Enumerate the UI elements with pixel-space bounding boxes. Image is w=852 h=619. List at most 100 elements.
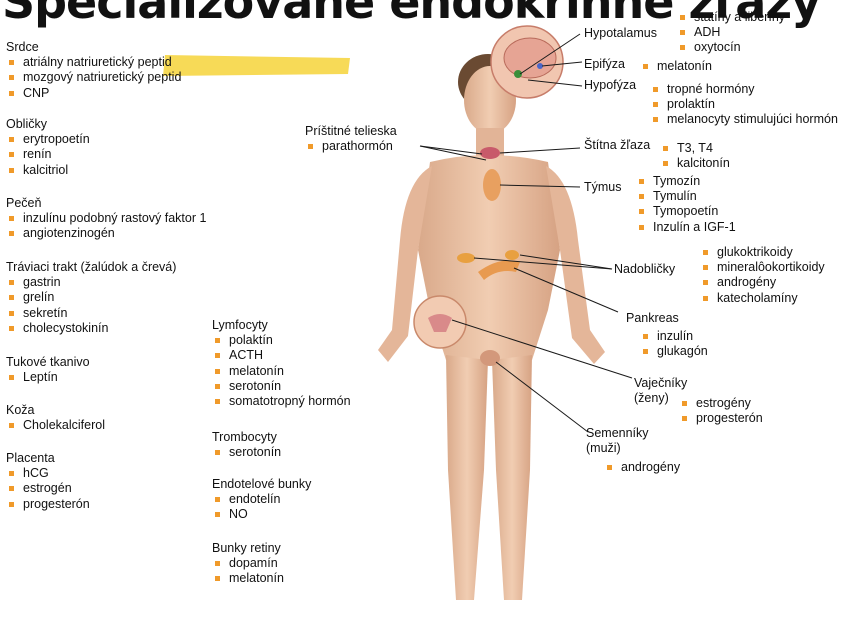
- list-item: erytropoetín: [6, 132, 90, 147]
- group-thymus-items: Tymozín Tymulín Tymopoetín Inzulín a IGF…: [636, 174, 736, 235]
- list-item: Cholekalciferol: [6, 418, 105, 433]
- list-item: serotonín: [212, 379, 351, 394]
- group-heading: Pečeň: [6, 196, 206, 211]
- group-pancreas-items: inzulín glukagón: [640, 329, 708, 359]
- list-item: melatonín: [212, 364, 351, 379]
- label-hypothalamus: Hypotalamus: [584, 26, 657, 41]
- group-heading: Príštitné telieska: [305, 124, 397, 139]
- list-item: sekretín: [6, 306, 176, 321]
- list-item: mozgový natriuretický peptid: [6, 70, 181, 85]
- list-item: katecholamíny: [700, 291, 825, 306]
- list-item: tropné hormóny: [650, 82, 838, 97]
- group-skin: Koža Cholekalciferol: [6, 403, 105, 433]
- group-heading: Trombocyty: [212, 430, 281, 445]
- list-item: Tymulín: [636, 189, 736, 204]
- list-item: glukagón: [640, 344, 708, 359]
- list-item: Tymopoetín: [636, 204, 736, 219]
- group-platelets: Trombocyty serotonín: [212, 430, 281, 460]
- list-item: atriálny natriuretický peptid: [6, 55, 181, 70]
- group-testes-items: androgény: [604, 460, 680, 475]
- group-kidneys: Obličky erytropoetín renín kalcitriol: [6, 117, 90, 178]
- label-adrenal: Nadobličky: [614, 262, 675, 277]
- group-heading: Koža: [6, 403, 105, 418]
- thymus-organ: [483, 169, 501, 201]
- group-adrenal-items: glukoktrikoidy mineralôokortikoidy andro…: [700, 245, 825, 306]
- list-item: hCG: [6, 466, 90, 481]
- list-item: melatonín: [212, 571, 284, 586]
- list-item: ACTH: [212, 348, 351, 363]
- group-pineal-items: melatonín: [640, 59, 712, 74]
- list-item: androgény: [700, 275, 825, 290]
- adrenal-organ: [457, 253, 475, 263]
- label-pineal: Epifýza: [584, 57, 625, 72]
- list-item: T3, T4: [660, 141, 730, 156]
- group-thyroid-items: T3, T4 kalcitonín: [660, 141, 730, 171]
- group-endothelial: Endotelové bunky endotelín NO: [212, 477, 311, 523]
- adrenal-organ-right: [505, 250, 519, 260]
- group-heading: Bunky retiny: [212, 541, 284, 556]
- list-item: inzulínu podobný rastový faktor 1: [6, 211, 206, 226]
- group-gut: Tráviaci trakt (žalúdok a črevá) gastrin…: [6, 260, 176, 336]
- list-item: Tymozín: [636, 174, 736, 189]
- list-item: estrogén: [6, 481, 90, 496]
- list-item: Inzulín a IGF-1: [636, 220, 736, 235]
- label-pituitary: Hypofýza: [584, 78, 636, 93]
- label-ovaries-sub: (ženy): [634, 391, 669, 406]
- list-item: progesterón: [6, 497, 90, 512]
- group-heading: Lymfocyty: [212, 318, 351, 333]
- thyroid-organ: [480, 147, 500, 159]
- list-item: ADH: [677, 25, 785, 40]
- list-item: statíny a liberíny: [677, 10, 785, 25]
- list-item: kalcitriol: [6, 163, 90, 178]
- group-liver: Pečeň inzulínu podobný rastový faktor 1 …: [6, 196, 206, 242]
- label-pancreas: Pankreas: [626, 311, 679, 326]
- left-leg: [446, 355, 488, 600]
- label-thyroid: Štítna žľaza: [584, 138, 650, 153]
- list-item: glukoktrikoidy: [700, 245, 825, 260]
- list-item: NO: [212, 507, 311, 522]
- list-item: cholecystokinín: [6, 321, 176, 336]
- leader-thyroid: [500, 148, 580, 153]
- group-lymphocytes: Lymfocyty polaktín ACTH melatonín seroto…: [212, 318, 351, 409]
- label-testes: Semenníky: [586, 426, 649, 441]
- list-item: parathormón: [305, 139, 397, 154]
- list-item: somatotropný hormón: [212, 394, 351, 409]
- list-item: melatonín: [640, 59, 712, 74]
- group-retina: Bunky retiny dopamín melatonín: [212, 541, 284, 587]
- list-item: Leptín: [6, 370, 90, 385]
- group-hypothalamus-items: statíny a liberíny ADH oxytocín: [677, 10, 785, 56]
- group-heading: Srdce: [6, 40, 181, 55]
- list-item: endotelín: [212, 492, 311, 507]
- list-item: progesterón: [679, 411, 763, 426]
- group-fat: Tukové tkanivo Leptín: [6, 355, 90, 385]
- list-item: angiotenzinogén: [6, 226, 206, 241]
- list-item: oxytocín: [677, 40, 785, 55]
- group-pituitary-items: tropné hormóny prolaktín melanocyty stim…: [650, 82, 838, 128]
- group-heading: Endotelové bunky: [212, 477, 311, 492]
- list-item: renín: [6, 147, 90, 162]
- list-item: dopamín: [212, 556, 284, 571]
- group-heading: Tráviaci trakt (žalúdok a črevá): [6, 260, 176, 275]
- list-item: grelín: [6, 290, 176, 305]
- list-item: gastrin: [6, 275, 176, 290]
- highlighter-mark: [163, 55, 350, 76]
- right-leg: [492, 355, 532, 600]
- list-item: mineralôokortikoidy: [700, 260, 825, 275]
- list-item: CNP: [6, 86, 181, 101]
- group-heading: Placenta: [6, 451, 90, 466]
- list-item: serotonín: [212, 445, 281, 460]
- list-item: kalcitonín: [660, 156, 730, 171]
- list-item: melanocyty stimulujúci hormón: [650, 112, 838, 127]
- group-heading: Tukové tkanivo: [6, 355, 90, 370]
- group-heart: Srdce atriálny natriuretický peptid mozg…: [6, 40, 181, 101]
- group-ovaries-items: estrogény progesterón: [679, 396, 763, 426]
- label-ovaries: Vaječníky: [634, 376, 687, 391]
- group-parathyroid: Príštitné telieska parathormón: [305, 124, 397, 154]
- list-item: prolaktín: [650, 97, 838, 112]
- label-thymus: Týmus: [584, 180, 622, 195]
- label-testes-sub: (muži): [586, 441, 621, 456]
- list-item: estrogény: [679, 396, 763, 411]
- list-item: polaktín: [212, 333, 351, 348]
- brain: [504, 38, 556, 78]
- list-item: androgény: [604, 460, 680, 475]
